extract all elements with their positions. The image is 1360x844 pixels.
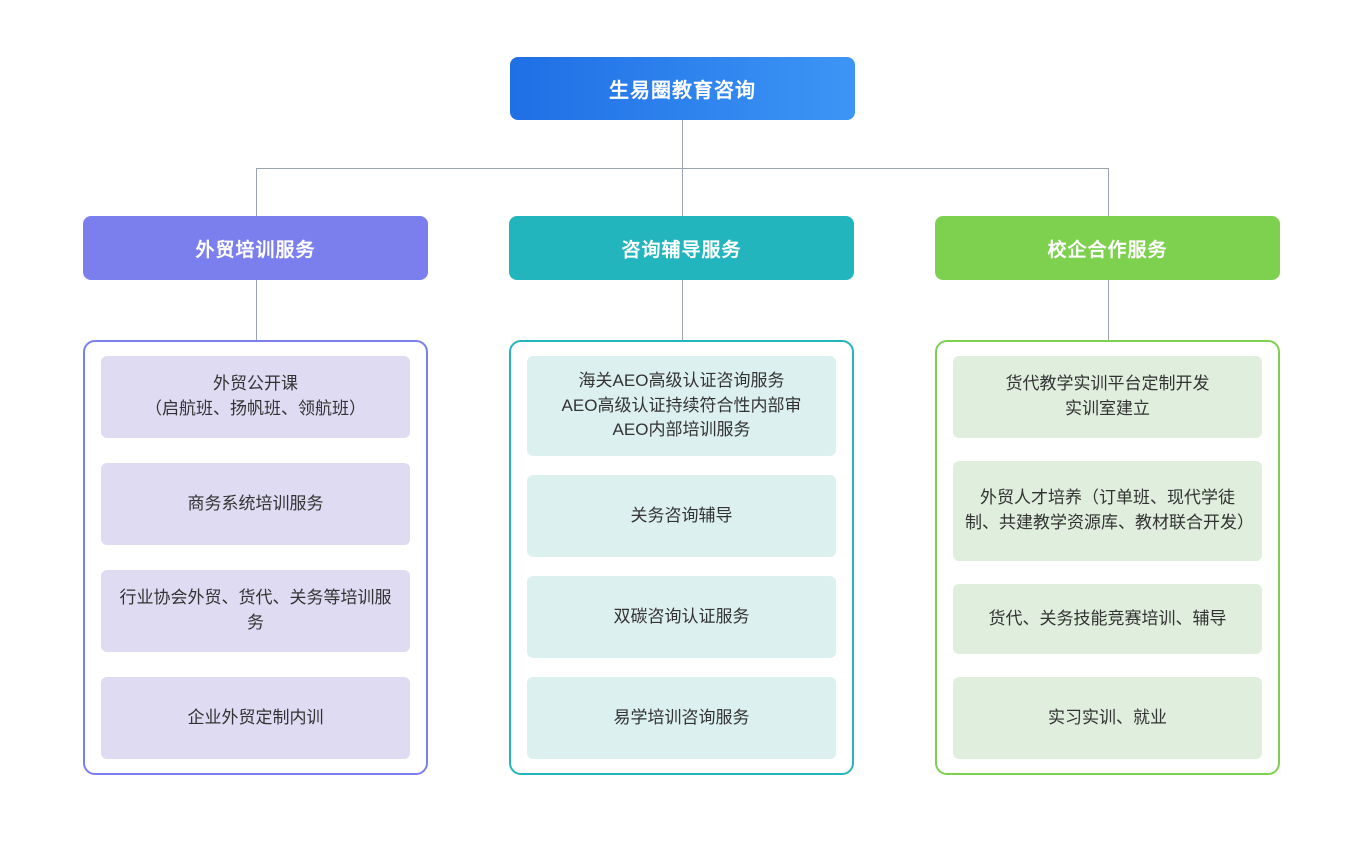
list-item[interactable]: 外贸人才培养（订单班、现代学徒制、共建教学资源库、教材联合开发）	[953, 461, 1262, 561]
list-item[interactable]: 海关AEO高级认证咨询服务 AEO高级认证持续符合性内部审 AEO内部培训服务	[527, 356, 836, 456]
connector-root-vertical	[682, 120, 683, 168]
branch-header-consulting[interactable]: 咨询辅导服务	[509, 216, 854, 280]
branch-column-training: 外贸培训服务 外贸公开课 （启航班、扬帆班、领航班） 商务系统培训服务 行业协会…	[83, 216, 428, 775]
list-item[interactable]: 企业外贸定制内训	[101, 677, 410, 759]
branch-body-school-enterprise: 货代教学实训平台定制开发 实训室建立 外贸人才培养（订单班、现代学徒制、共建教学…	[935, 340, 1280, 775]
connector-branch-3-body	[1108, 280, 1109, 340]
branch-body-training: 外贸公开课 （启航班、扬帆班、领航班） 商务系统培训服务 行业协会外贸、货代、关…	[83, 340, 428, 775]
list-item[interactable]: 货代、关务技能竞赛培训、辅导	[953, 584, 1262, 654]
branch-column-consulting: 咨询辅导服务 海关AEO高级认证咨询服务 AEO高级认证持续符合性内部审 AEO…	[509, 216, 854, 775]
root-node-label: 生易圈教育咨询	[609, 80, 756, 102]
branch-header-school-enterprise[interactable]: 校企合作服务	[935, 216, 1280, 280]
list-item[interactable]: 外贸公开课 （启航班、扬帆班、领航班）	[101, 356, 410, 438]
branch-header-label: 外贸培训服务	[195, 239, 316, 261]
branch-column-school-enterprise: 校企合作服务 货代教学实训平台定制开发 实训室建立 外贸人才培养（订单班、现代学…	[935, 216, 1280, 775]
list-item[interactable]: 双碳咨询认证服务	[527, 576, 836, 658]
branch-body-consulting: 海关AEO高级认证咨询服务 AEO高级认证持续符合性内部审 AEO内部培训服务 …	[509, 340, 854, 775]
list-item[interactable]: 行业协会外贸、货代、关务等培训服务	[101, 570, 410, 652]
list-item[interactable]: 易学培训咨询服务	[527, 677, 836, 759]
connector-branch-2-drop	[682, 168, 683, 216]
list-item[interactable]: 实习实训、就业	[953, 677, 1262, 759]
list-item[interactable]: 关务咨询辅导	[527, 475, 836, 557]
connector-branch-1-body	[256, 280, 257, 340]
branch-header-label: 校企合作服务	[1047, 239, 1168, 261]
branch-header-training[interactable]: 外贸培训服务	[83, 216, 428, 280]
connector-branch-1-drop	[256, 168, 257, 216]
root-node[interactable]: 生易圈教育咨询	[510, 57, 855, 120]
connector-branch-3-drop	[1108, 168, 1109, 216]
list-item[interactable]: 商务系统培训服务	[101, 463, 410, 545]
connector-branch-2-body	[682, 280, 683, 340]
list-item[interactable]: 货代教学实训平台定制开发 实训室建立	[953, 356, 1262, 438]
branch-header-label: 咨询辅导服务	[621, 239, 742, 261]
